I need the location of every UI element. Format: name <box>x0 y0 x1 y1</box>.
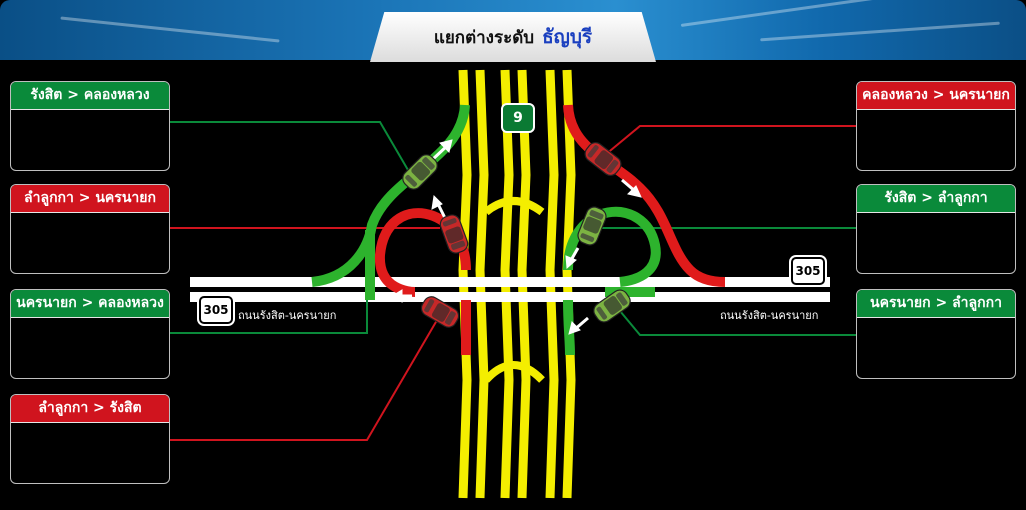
road-name-left: ถนนรังสิต-นครนายก <box>238 309 337 322</box>
route-panel-right-1[interactable]: คลองหลวง > นครนายก <box>856 81 1016 171</box>
ramps <box>311 104 726 356</box>
arrow-icon <box>568 316 589 335</box>
highway-arches <box>483 197 545 383</box>
highway-lane-4 <box>517 69 531 499</box>
route-panel-left-1[interactable]: รังสิต > คลองหลวง <box>10 81 170 171</box>
arrow-icon <box>565 247 580 270</box>
highway-arch-upper <box>483 197 545 216</box>
cross-road-lower-lane <box>190 292 830 302</box>
road-name-right: ถนนรังสิต-นครนายก <box>720 309 819 322</box>
route-panel-title: ลำลูกกา > รังสิต <box>11 395 169 423</box>
road-305-shield-right: 305 <box>791 257 825 285</box>
route-panel-title: นครนายก > คลองหลวง <box>11 290 169 318</box>
cross-road-upper-lane <box>190 277 830 287</box>
route-panel-title: รังสิต > ลำลูกกา <box>857 185 1015 213</box>
direction-arrows <box>391 139 642 335</box>
connector-left-4 <box>170 314 441 441</box>
arrow-icon <box>431 194 447 219</box>
connector-right-1 <box>604 125 856 156</box>
highway-9-shield: 9 <box>501 103 535 133</box>
ramp-green-upper-left <box>311 104 470 287</box>
highway-lane-5 <box>545 69 559 499</box>
highway-lane-2 <box>475 69 489 499</box>
route-panel-right-2[interactable]: รังสิต > ลำลูกกา <box>856 184 1016 274</box>
road-305-shield-left: 305 <box>199 296 233 324</box>
route-panel-left-2[interactable]: ลำลูกกา > นครนายก <box>10 184 170 274</box>
highway-arch-lower <box>483 361 545 383</box>
ramp-red-upper-right <box>563 104 726 287</box>
arrow-icon <box>391 289 412 303</box>
panel-connectors <box>170 121 856 441</box>
cross-road <box>190 277 830 302</box>
route-panel-right-3[interactable]: นครนายก > ลำลูกกา <box>856 289 1016 379</box>
arrow-icon <box>621 178 642 198</box>
route-panel-title: นครนายก > ลำลูกกา <box>857 290 1015 318</box>
arrow-icon <box>430 139 453 162</box>
route-panel-left-3[interactable]: นครนายก > คลองหลวง <box>10 289 170 379</box>
connector-right-3 <box>614 304 856 336</box>
ramp-green-right-loop <box>563 206 661 287</box>
route-panel-title: คลองหลวง > นครนายก <box>857 82 1015 110</box>
route-panel-title: ลำลูกกา > นครนายก <box>11 185 169 213</box>
ramp-green-right-lower <box>563 299 575 356</box>
page-title: แยกต่างระดับ <box>433 27 535 48</box>
route-panel-left-4[interactable]: ลำลูกกา > รังสิต <box>10 394 170 484</box>
page-title-accent: ธัญบุรี <box>542 26 593 48</box>
highway-lane-3 <box>500 69 514 499</box>
connector-left-1 <box>170 121 409 171</box>
title-plate: แยกต่างระดับ ธัญบุรี <box>370 12 656 62</box>
route-panel-title: รังสิต > คลองหลวง <box>11 82 169 110</box>
